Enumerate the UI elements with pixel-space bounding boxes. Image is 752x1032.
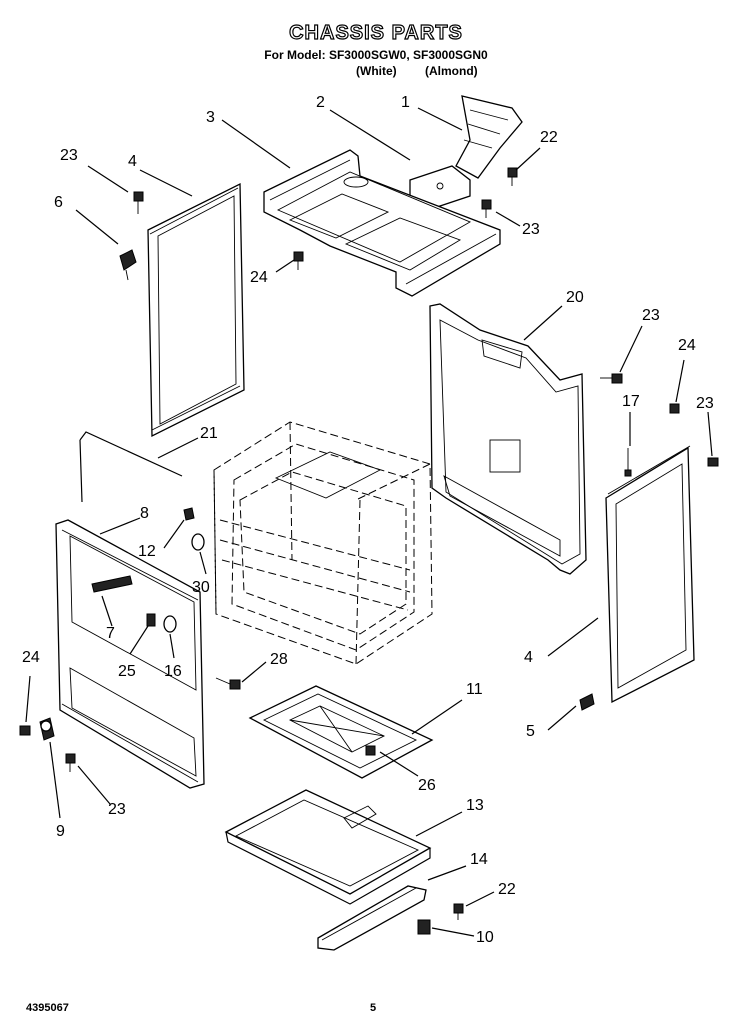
part-21-gasket [79, 431, 183, 503]
part-6-clip [119, 249, 137, 281]
part-30-plug [191, 533, 205, 551]
color-white-label: (White) [356, 64, 397, 78]
callout-5: 5 [526, 723, 535, 740]
callout-3: 3 [206, 109, 215, 126]
callout-4-right: 4 [524, 649, 533, 666]
part-28-screw [215, 677, 241, 690]
callout-7: 7 [106, 625, 115, 642]
callout-22-top: 22 [540, 129, 558, 146]
callout-26: 26 [418, 777, 436, 794]
screw-24-top [293, 251, 304, 270]
callout-9: 9 [56, 823, 65, 840]
oven-cavity [213, 421, 433, 665]
callout-25: 25 [118, 663, 136, 680]
leader-lines [25, 107, 713, 937]
screw-23-top-middle [481, 199, 492, 218]
callout-23-far-right: 23 [696, 395, 714, 412]
callout-20: 20 [566, 289, 584, 306]
screw-23-far-right [707, 457, 719, 467]
callout-1: 1 [401, 94, 410, 111]
callout-23-top-middle: 23 [522, 221, 540, 238]
part-16-plug [163, 615, 177, 633]
model-line: For Model: SF3000SGW0, SF3000SGN0 [264, 48, 488, 62]
callout-11: 11 [466, 681, 483, 698]
screw-22-top-right [507, 167, 518, 186]
part-12-screw [183, 507, 195, 521]
callout-17: 17 [622, 393, 640, 410]
document-number: 4395067 [26, 1002, 69, 1014]
page-number: 5 [370, 1002, 377, 1014]
screw-24-right [669, 403, 680, 414]
callout-2: 2 [316, 94, 325, 111]
callout-23-top-left: 23 [60, 147, 78, 164]
part-14-rail [317, 885, 427, 951]
callout-16: 16 [164, 663, 182, 680]
callout-28: 28 [270, 651, 288, 668]
part-17-pin [624, 448, 632, 477]
screw-23-bottom-left [65, 753, 76, 772]
callout-24-top: 24 [250, 269, 268, 286]
callout-21: 21 [200, 425, 218, 442]
screw-23-top-left [133, 191, 144, 214]
part-4-left-side-panel [147, 182, 245, 438]
callout-23-back-right: 23 [642, 307, 660, 324]
callout-8: 8 [140, 505, 149, 522]
callout-12: 12 [138, 543, 156, 560]
callout-6: 6 [54, 194, 63, 211]
callout-13: 13 [466, 797, 484, 814]
callout-22-bottom: 22 [498, 881, 516, 898]
callout-24-bottom-left: 24 [22, 649, 40, 666]
part-4-right-side-panel [605, 445, 695, 704]
part-20-back-panel [429, 303, 587, 575]
part-5-bracket [579, 693, 595, 711]
diagram-title: CHASSIS PARTS [289, 21, 463, 44]
part-11-burner-box [248, 685, 434, 779]
callout-24-right: 24 [678, 337, 696, 354]
callout-10: 10 [476, 929, 494, 946]
screw-22-bottom [453, 903, 464, 920]
callout-23-bottom-left: 23 [108, 801, 126, 818]
part-3-top-frame [263, 149, 501, 297]
callout-14: 14 [470, 851, 488, 868]
color-almond-label: (Almond) [425, 64, 478, 78]
callout-30: 30 [192, 579, 210, 596]
screw-24-bottom-left [19, 725, 31, 736]
part-10-leveling-foot [417, 919, 431, 935]
part-25-screw [146, 613, 156, 627]
callout-4-left: 4 [128, 153, 137, 170]
callout-labels: 1 2 3 4 23 6 22 23 24 20 23 24 17 23 21 … [22, 94, 714, 946]
part-13-bottom-panel [224, 789, 432, 905]
part-7-label [91, 575, 133, 593]
screw-23-back-right [600, 373, 623, 384]
part-9-leveling-leg [39, 717, 55, 741]
part-1-vent [455, 95, 523, 179]
